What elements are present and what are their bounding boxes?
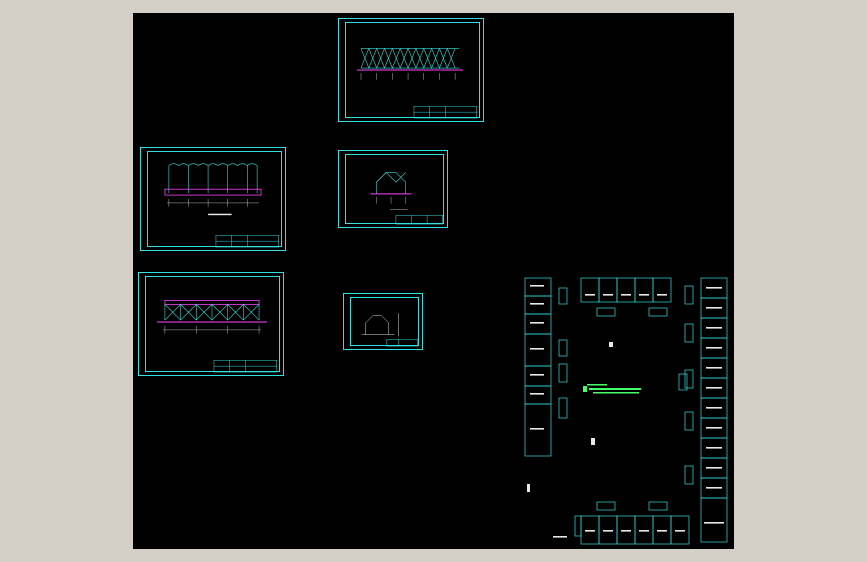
side-elevation-drawing <box>164 163 279 248</box>
sheet-frame <box>345 154 444 224</box>
rear-elevation-sheet[interactable] <box>138 272 284 376</box>
detail-sheet[interactable] <box>343 293 423 350</box>
sheet-frame <box>147 151 282 247</box>
front-elevation-drawing <box>357 47 477 119</box>
section-drawing <box>370 172 443 225</box>
detail-drawing <box>361 313 418 347</box>
front-elevation-sheet[interactable] <box>338 18 484 122</box>
floor-plan-svg <box>510 277 728 545</box>
sheet-frame <box>350 297 419 346</box>
cad-drawing-canvas[interactable] <box>133 13 734 549</box>
rear-elevation-drawing <box>157 300 277 373</box>
section-sheet[interactable] <box>338 150 448 228</box>
sheet-frame <box>145 276 280 372</box>
side-elevation-sheet[interactable] <box>140 147 286 251</box>
sheet-frame <box>345 22 480 118</box>
floor-plan-drawing[interactable] <box>510 276 731 546</box>
